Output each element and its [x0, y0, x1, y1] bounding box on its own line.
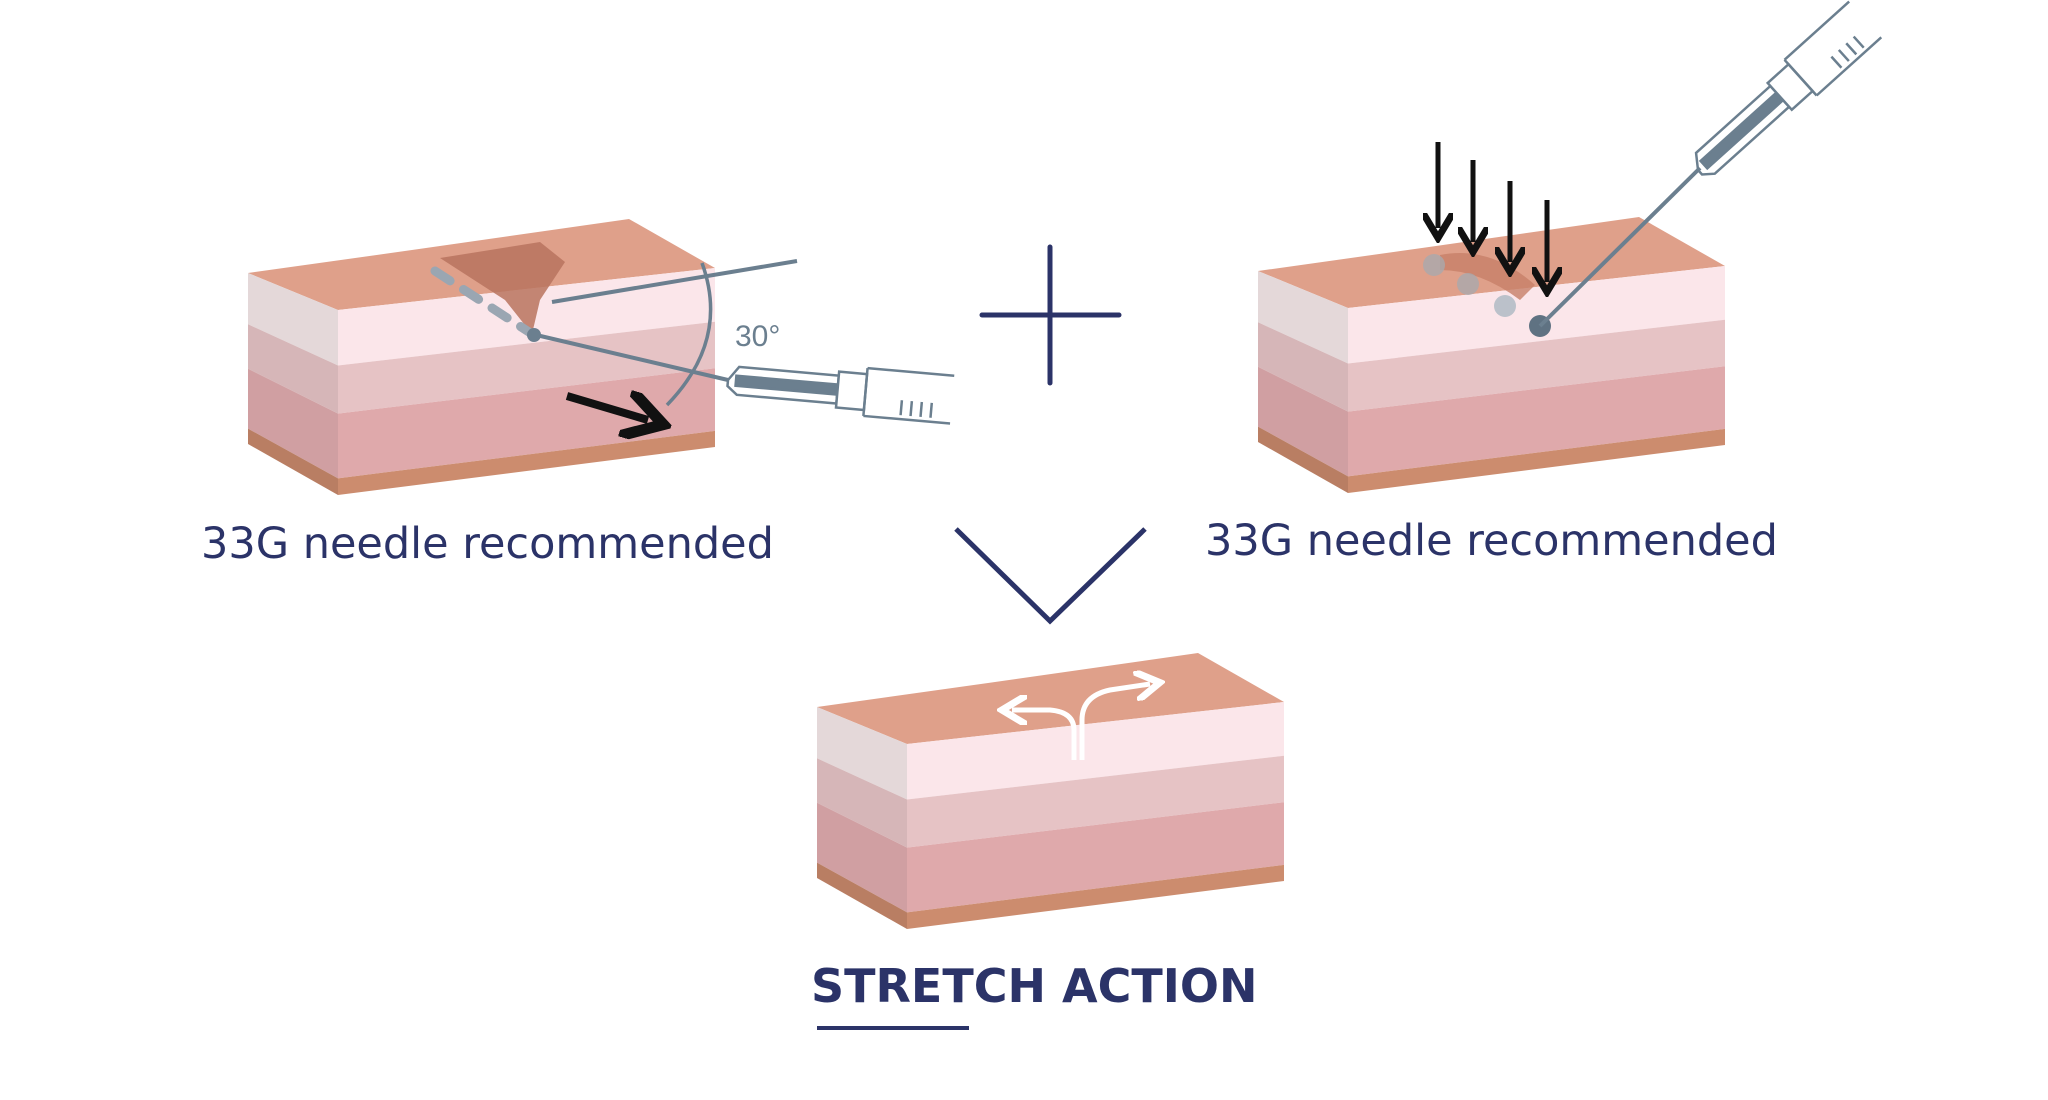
plus-icon: [979, 244, 1122, 386]
injection-dots: [1423, 254, 1551, 337]
base-layer: [1348, 428, 1725, 493]
dermis-layer: [338, 321, 715, 414]
hypodermis-layer-side: [1258, 366, 1348, 477]
base-layer-side: [248, 428, 338, 495]
epidermis-layer-side: [1258, 271, 1348, 364]
hypodermis-layer: [1348, 366, 1725, 477]
syringe-icon: [726, 365, 955, 425]
stretch-arrows-icon: [1012, 684, 1150, 760]
skin-block-vertical-injection: 33G needle recommended: [1205, 0, 1883, 566]
skin-surface: [817, 653, 1284, 744]
epidermis-layer: [1348, 266, 1725, 364]
needle-tip: [527, 328, 541, 342]
hypodermis-layer: [907, 802, 1284, 913]
dermis-layer-side: [1258, 322, 1348, 412]
base-layer: [907, 864, 1284, 929]
skin-block-stretch-result: STRETCH ACTION: [811, 653, 1284, 1030]
direction-arrow: [565, 396, 648, 420]
dermis-layer: [1348, 319, 1725, 412]
needle-upper-line: [551, 259, 798, 304]
wrinkle-groove: [440, 242, 565, 334]
step1-caption: 33G needle recommended: [201, 519, 774, 569]
skin-block: [1258, 217, 1725, 493]
epidermis-layer-side: [817, 707, 907, 800]
base-layer: [338, 430, 715, 495]
base-layer-side: [817, 862, 907, 929]
angle-label: 30°: [735, 320, 780, 353]
skin-block: [817, 653, 1284, 929]
wrinkle-fold: [1440, 253, 1535, 300]
needle: [531, 332, 729, 382]
dermis-layer-side: [817, 758, 907, 848]
hypodermis-layer-side: [817, 802, 907, 913]
dermis-layer-side: [248, 324, 338, 414]
angle-arc: [665, 262, 713, 407]
epidermis-layer-side: [248, 273, 338, 366]
needle: [1538, 166, 1702, 328]
needle-path-dashes: [430, 266, 537, 339]
step2-caption: 33G needle recommended: [1205, 516, 1778, 566]
skin-block-linear-threading: 30° 33G needle recommended: [201, 219, 955, 569]
pressure-arrows: [1438, 142, 1547, 282]
chevron-down-icon: [954, 527, 1147, 625]
result-title: STRETCH ACTION: [811, 959, 1257, 1013]
syringe-icon: [1694, 0, 1883, 176]
dermis-layer: [907, 755, 1284, 848]
base-layer-side: [1258, 426, 1348, 493]
epidermis-layer: [907, 702, 1284, 800]
hypodermis-layer-side: [248, 368, 338, 479]
